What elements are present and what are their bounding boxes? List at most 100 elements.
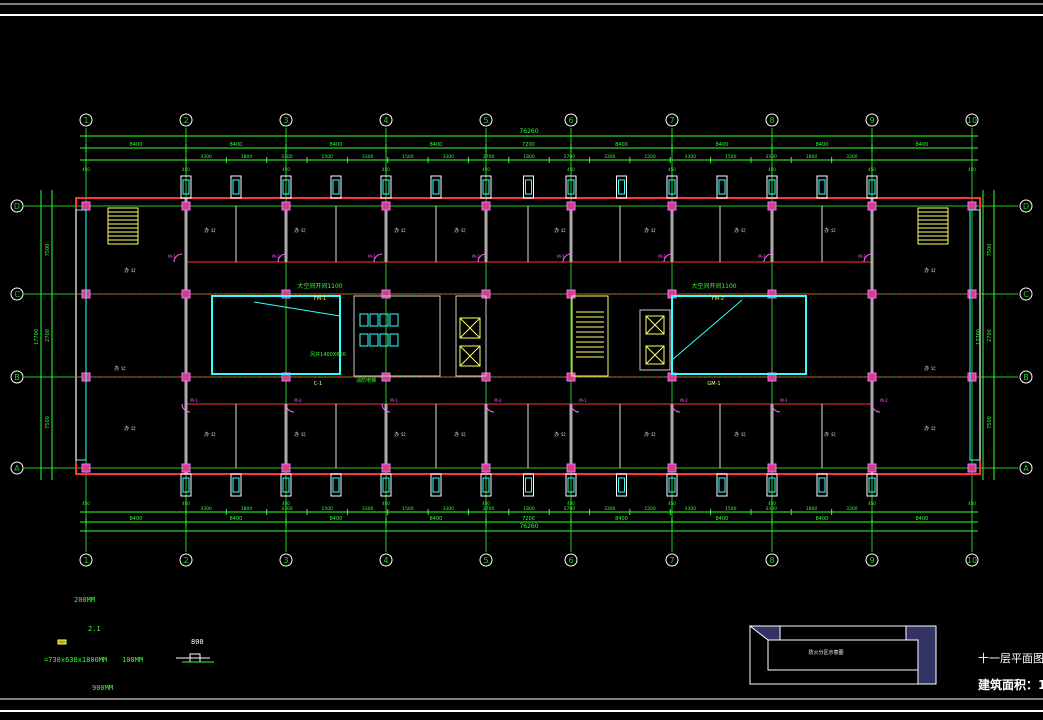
row-dim-left-text-0: 7500 (45, 244, 51, 257)
door-north-2 (373, 253, 383, 263)
window-frame-bottom-0 (180, 473, 192, 497)
window-glass-bottom-5 (432, 477, 440, 493)
sub-dim-bottom-text-9: 2700 (564, 506, 576, 512)
legend-bar-label: 800 (191, 638, 204, 646)
window-frame-top-3 (330, 175, 342, 199)
bay-dim-top-text-6: 8400 (716, 142, 729, 148)
axis-label-A-left: A (14, 464, 20, 473)
stair-west-box (107, 207, 139, 245)
toilet-stall-0 (359, 313, 369, 327)
legend-window-size: =730x630x1800MM (44, 656, 108, 664)
window-glass-bottom-11 (718, 477, 726, 493)
sub-dim-bottom-text-1: 1800 (241, 506, 253, 512)
room-label-office-21: 办 公 (114, 365, 126, 372)
column-1-2 (181, 372, 191, 382)
column-7-0 (767, 201, 777, 211)
pier-dim-bottom-6: 450 (668, 501, 676, 506)
column-2-3 (281, 463, 291, 473)
room-label-office-12: 办 公 (294, 431, 306, 438)
axis-label-C-left: C (14, 290, 20, 299)
axis-bubble-B-left (10, 370, 24, 384)
window-glass-top-5 (432, 179, 440, 195)
column-4-3 (481, 463, 491, 473)
window-glass-top-2 (282, 179, 290, 195)
bay-dim-top-text-7: 8400 (816, 142, 829, 148)
sub-dim-top-text-7: 2700 (483, 154, 495, 160)
window-frame-top-12 (766, 175, 778, 199)
column-6-0 (667, 201, 677, 211)
sub-dim-bottom-text-15: 1800 (806, 506, 818, 512)
bay-dim-bottom-text-1: 8400 (230, 516, 243, 522)
door-south-1 (285, 403, 295, 413)
window-frame-bottom-8 (565, 473, 577, 497)
door-tag-fm1: FM-1 (314, 296, 326, 302)
window-glass-bottom-1 (232, 477, 240, 493)
window-frame-top-0 (180, 175, 192, 199)
sub-dim-top-text-3: 1500 (322, 154, 334, 160)
elevator-x-2b (459, 345, 481, 367)
pier-dim-top-9: 450 (968, 167, 976, 172)
row-dim-left-total: 17700 (34, 329, 40, 345)
column-7-3 (767, 463, 777, 473)
bay-dim-bottom-text-3: 8400 (430, 516, 443, 522)
axis-bubble-9-top (865, 113, 879, 127)
row-dim-right-text-0: 7500 (987, 244, 993, 257)
axis-bubble-8-bottom (765, 553, 779, 567)
legend-sill: 100MM (122, 656, 144, 664)
axis-bubble-10-top (965, 113, 979, 127)
window-frame-top-4 (380, 175, 392, 199)
toilet-stall-lower-1 (369, 333, 379, 347)
door-tag-north-6: M-1 (758, 254, 766, 259)
pier-dim-top-6: 450 (668, 167, 676, 172)
sub-dim-top-text-14: 3300 (765, 154, 777, 160)
door-south-2 (381, 403, 391, 413)
axis-bubble-3-top (279, 113, 293, 127)
pier-dim-bottom-0: 450 (82, 501, 90, 506)
room-label-office-7: 办 公 (734, 227, 746, 234)
window-glass-bottom-7 (525, 477, 532, 493)
window-west (75, 209, 87, 461)
window-glass-top-10 (668, 179, 676, 195)
axis-bubble-2-bottom (179, 553, 193, 567)
sub-dim-bottom-text-12: 3300 (685, 506, 697, 512)
window-frame-bottom-12 (766, 473, 778, 497)
sub-dim-top-text-8: 1800 (523, 154, 535, 160)
window-glass-bottom-12 (768, 477, 776, 493)
elevator-core-east (639, 309, 671, 371)
room-label-office-17: 办 公 (734, 431, 746, 438)
sub-dim-bottom-text-2: 3300 (281, 506, 293, 512)
axis-label-8-top: 8 (769, 116, 774, 125)
sub-dim-top-text-5: 1500 (402, 154, 414, 160)
axis-bubble-C-left (10, 287, 24, 301)
pier-dim-top-1: 450 (182, 167, 190, 172)
axis-bubble-B-right (1019, 370, 1033, 384)
sub-dim-top-text-15: 1800 (806, 154, 818, 160)
sub-dim-top-text-11: 1500 (644, 154, 656, 160)
axis-label-6-top: 6 (568, 116, 573, 125)
door-north-4 (562, 253, 572, 263)
sub-dim-top-text-16: 3300 (846, 154, 858, 160)
window-glass-top-8 (567, 179, 575, 195)
door-south-3 (485, 403, 495, 413)
legend-swatch (57, 639, 67, 645)
room-label-office-11: 办 公 (204, 431, 216, 438)
room-label-office-18: 办 公 (824, 431, 836, 438)
window-frame-top-7 (523, 175, 534, 199)
window-frame-top-2 (280, 175, 292, 199)
bay-dim-top-text-1: 8400 (230, 142, 243, 148)
window-glass-top-11 (718, 179, 726, 195)
column-3-0 (381, 201, 391, 211)
window-frame-top-13 (816, 175, 828, 199)
elevator-car-3 (645, 315, 665, 335)
axis-bubble-7-bottom (665, 553, 679, 567)
room-label-office-0: 办 公 (124, 267, 136, 274)
axis-label-5-top: 5 (483, 116, 488, 125)
door-tag-north-1: M-2 (272, 254, 280, 259)
elevator-note: 消防电梯 (356, 377, 376, 384)
door-tag-south-4: M-1 (579, 398, 587, 403)
axis-label-4-bottom: 4 (383, 556, 388, 565)
axis-bubble-1-bottom (79, 553, 93, 567)
room-label-office-6: 办 公 (644, 227, 656, 234)
